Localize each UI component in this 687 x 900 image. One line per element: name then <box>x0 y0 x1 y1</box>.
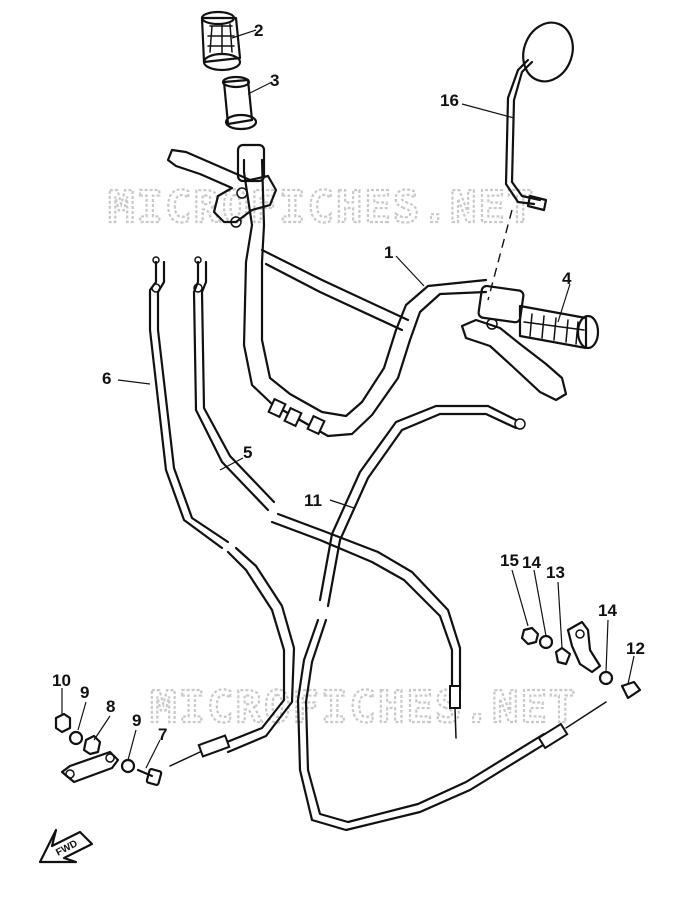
callout-16: 16 <box>440 91 459 110</box>
cable-11 <box>296 404 607 832</box>
leader-lines <box>61 29 635 769</box>
callout-12: 12 <box>626 639 645 658</box>
callout-1: 1 <box>384 243 393 262</box>
callout-14a: 14 <box>522 553 541 572</box>
callout-7: 7 <box>158 725 167 744</box>
left-lever-assembly <box>166 143 278 228</box>
callouts: 1 2 3 4 5 6 7 8 9 9 10 11 12 13 14 14 15… <box>52 21 645 744</box>
callout-8: 8 <box>106 697 115 716</box>
callout-9b: 9 <box>132 711 141 730</box>
cable-5 <box>192 256 462 739</box>
throttle-sleeve <box>221 75 258 131</box>
callout-11: 11 <box>304 491 322 510</box>
callout-9a: 9 <box>80 683 89 702</box>
callout-3: 3 <box>270 71 279 90</box>
watermark-bottom: MICROFICHES.NET <box>150 682 577 733</box>
fwd-direction-arrow: FWD <box>38 828 94 864</box>
callout-15: 15 <box>500 551 519 570</box>
callout-13: 13 <box>546 563 565 582</box>
callout-14b: 14 <box>598 601 617 620</box>
right-lever-grip-assembly <box>460 284 600 402</box>
watermark-top: MICROFICHES.NET <box>108 182 535 233</box>
grip-left <box>200 10 242 72</box>
hardware-right <box>520 620 642 700</box>
mirror <box>487 21 574 301</box>
cable-6 <box>148 256 296 767</box>
callout-6: 6 <box>102 369 111 388</box>
callout-2: 2 <box>254 21 263 40</box>
hardware-left <box>54 712 163 786</box>
callout-10: 10 <box>52 671 71 690</box>
handlebar <box>242 158 488 438</box>
callout-4: 4 <box>562 269 572 288</box>
callout-5: 5 <box>243 443 252 462</box>
